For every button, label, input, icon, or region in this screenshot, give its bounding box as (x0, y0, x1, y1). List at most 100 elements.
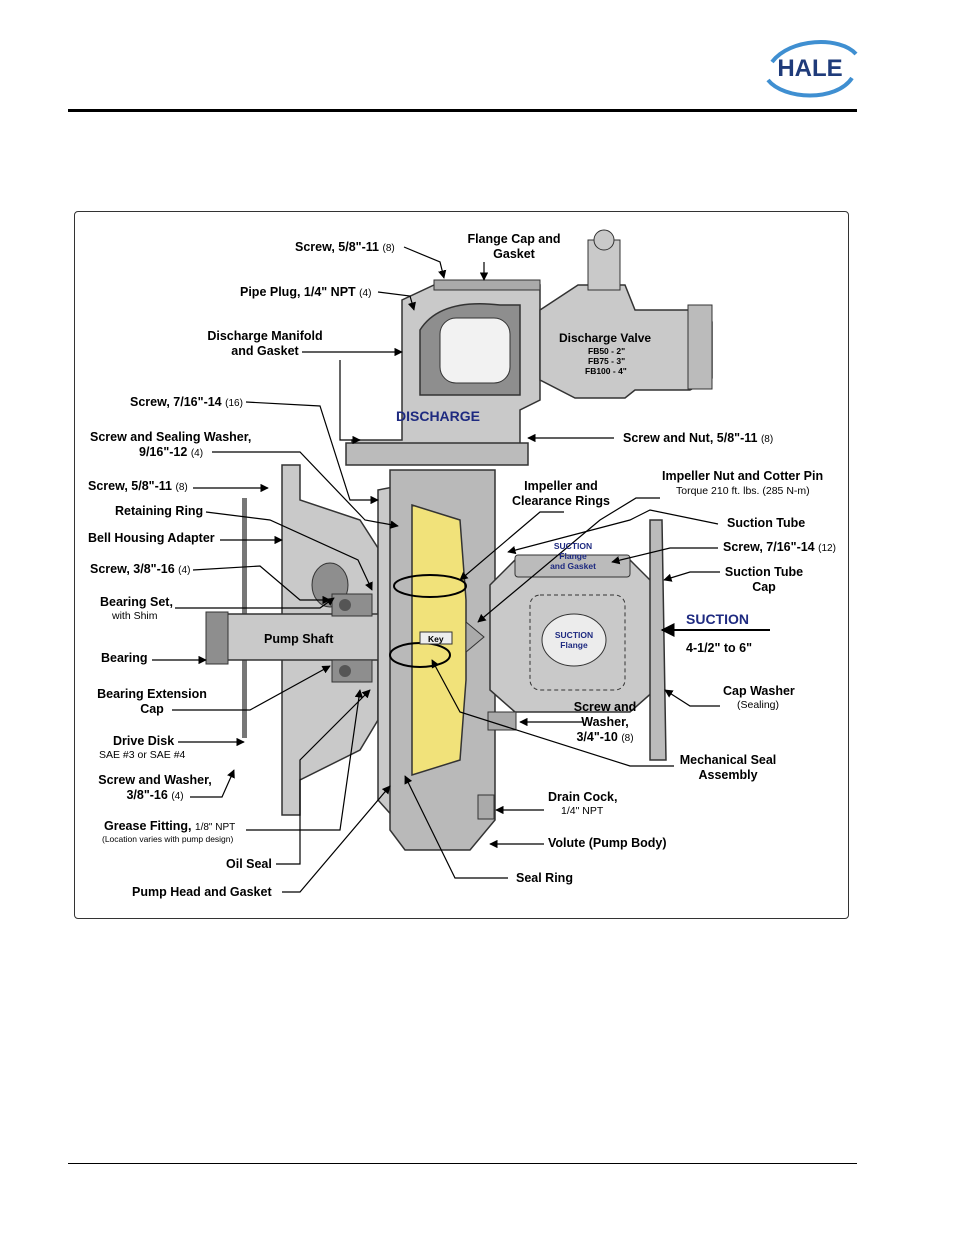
label-bearing: Bearing (101, 651, 148, 665)
hale-logo: HALE (766, 40, 858, 98)
diagram-frame (74, 211, 849, 919)
valve-knob (593, 229, 615, 251)
suction-tube-cap (649, 519, 667, 761)
label-line: SUCTION (553, 541, 593, 551)
label-line: Clearance Rings (512, 494, 610, 508)
label-qty: (8) (175, 482, 188, 493)
suction-size-label: 4-1/2" to 6" (686, 641, 753, 655)
label-qty: (8) (382, 243, 395, 254)
label-grease-fitting: Grease Fitting, 1/8" NPT (104, 819, 235, 835)
label-line: Suction Tube (724, 565, 804, 579)
label-torque: Torque 210 ft. lbs. (285 N-m) (676, 485, 810, 497)
label-line: 9/16"-12 (139, 445, 188, 459)
label-text: Grease Fitting, (104, 819, 192, 833)
label-line: and Gasket (550, 561, 596, 571)
label-line: Cap (140, 702, 164, 716)
discharge-valve-label: Discharge Valve (559, 331, 652, 345)
label-text: Screw, 7/16"-14 (130, 395, 222, 409)
label-line: SUCTION (554, 630, 594, 640)
label-volute: Volute (Pump Body) (548, 836, 667, 850)
label-pipe-plug: Pipe Plug, 1/4" NPT (4) (240, 285, 371, 301)
discharge-valve-size: FB100 - 4" (585, 366, 627, 376)
label-pump-head: Pump Head and Gasket (132, 885, 272, 899)
label-qty: (8) (621, 733, 634, 744)
drain-cock-body (477, 794, 495, 820)
leader-screw-washer-38 (190, 769, 235, 798)
bearing-set-lower (331, 659, 373, 683)
label-suction-tube: Suction Tube (727, 516, 806, 530)
label-qty: (4) (359, 288, 372, 299)
discharge-label: DISCHARGE (396, 408, 481, 424)
label-qty: (4) (178, 565, 191, 576)
label-screw-716-12: Screw, 7/16"-14 (12) (723, 540, 836, 556)
leader-grease (246, 689, 364, 831)
label-bearing-set: Bearing Set, (100, 595, 173, 609)
label-line: Mechanical Seal (679, 753, 777, 767)
label-qty: (8) (760, 434, 774, 445)
leader-retaining-ring (205, 511, 373, 591)
screw-washer-34-bolt (487, 711, 517, 731)
leader-screw-716 (245, 401, 379, 505)
impeller-nut (465, 620, 485, 654)
discharge-passage-inner (439, 317, 511, 384)
leader-cap-washer (664, 689, 720, 707)
suction-label: SUCTION (686, 611, 749, 627)
flange-cap (433, 279, 541, 291)
label-line: Discharge Manifold (207, 329, 323, 343)
logo-swoosh-bottom (766, 76, 854, 98)
label-text: Screw and Nut, 5/8"-11 (623, 431, 758, 445)
leader-oil-seal (276, 689, 371, 865)
label-line: 3/4"-10 (576, 730, 618, 744)
leader-sealing-washer (212, 451, 399, 529)
label-line: Screw and Sealing Washer, (90, 430, 252, 444)
label-retaining-ring: Retaining Ring (115, 504, 204, 518)
label-line: Screw and Washer, (98, 773, 212, 787)
key-block (419, 631, 453, 645)
label-screw-38: Screw, 3/8"-16 (4) (90, 562, 190, 578)
label-bell-housing: Bell Housing Adapter (88, 531, 215, 545)
label-screw-nut: Screw and Nut, 5/8"-11 (8) (623, 431, 773, 447)
label-qty: (4) (171, 791, 184, 802)
leader-screw-716-12 (611, 547, 718, 565)
label-impeller-nut: Impeller Nut and Cotter Pin (662, 469, 824, 483)
leader-pump-head (282, 785, 391, 893)
label-line: Flange (559, 551, 587, 561)
label-line: Screw and (573, 700, 637, 714)
label-qty: (12) (818, 543, 836, 554)
label-line: Flange (560, 640, 588, 650)
key-label: Key (428, 634, 444, 644)
leader-mech-seal (431, 659, 674, 767)
discharge-flange-plate (345, 442, 529, 466)
discharge-valve-size: FB50 - 2" (588, 346, 626, 356)
logo-swoosh-top (770, 40, 858, 64)
logo-text: HALE (777, 55, 842, 82)
leader-bearing-ext (172, 665, 331, 711)
label-line: Assembly (698, 768, 758, 782)
leader-manifold-2 (339, 360, 361, 445)
label-line: Washer, (581, 715, 629, 729)
label-qty: (4) (190, 448, 204, 459)
leader-pipe-plug (377, 291, 416, 311)
label-line-with-qty: 9/16"-12 (4) (90, 445, 251, 461)
leader-screw-38 (192, 565, 331, 605)
label-drain-cock: Drain Cock, (548, 790, 618, 804)
leader-screw-58-top (403, 246, 447, 279)
label-text: Pipe Plug, 1/4" NPT (240, 285, 356, 299)
label-line: Gasket (493, 247, 535, 261)
label-line: Bearing Extension (97, 687, 207, 701)
clearance-ring-top (393, 574, 467, 598)
footer-rule (68, 1163, 857, 1164)
suction-flange-top (514, 554, 631, 578)
header-rule (68, 109, 857, 112)
label-line: and Gasket (231, 344, 299, 358)
label-text: Screw, 7/16"-14 (723, 540, 815, 554)
label-qty: (16) (225, 398, 243, 409)
label-line: 3/8"-16 (126, 788, 168, 802)
label-sealing: (Sealing) (737, 699, 780, 711)
leader-seal-ring (404, 775, 508, 879)
